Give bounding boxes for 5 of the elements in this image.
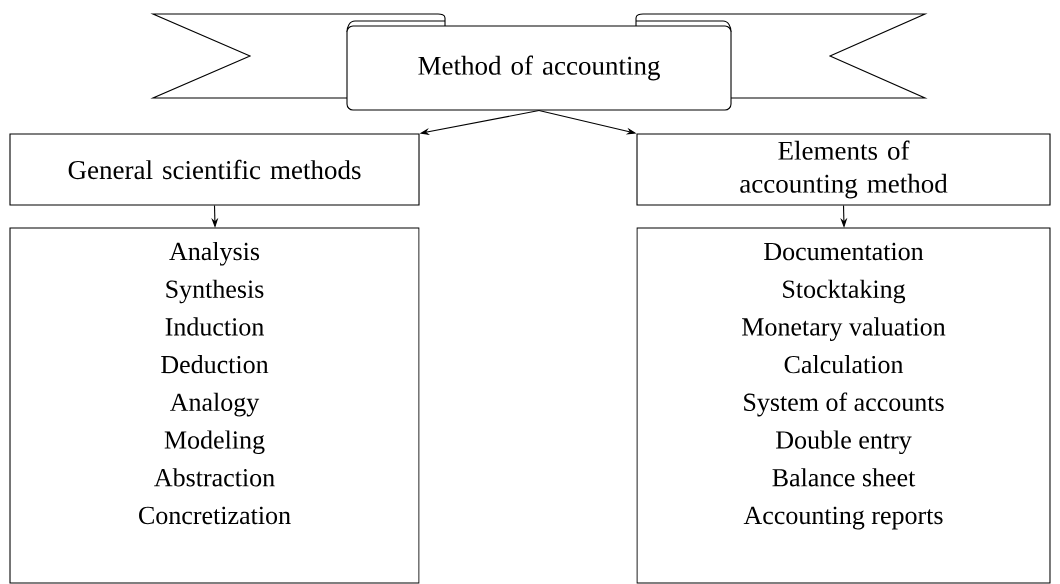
- scroll-banner: Method of accounting: [346, 25, 732, 111]
- list-box: Analysis Synthesis Induction Deduction Analogy Modeling Abstraction Concretization: [9, 227, 420, 584]
- list-box: Documentation Stocktaking Monetary valuation Calculation System of accounts Double entry Balance sheet Accounting reports: [636, 227, 1051, 584]
- category-box: Elements of accounting method: [636, 133, 1051, 206]
- category-box: General scientific methods: [9, 133, 420, 206]
